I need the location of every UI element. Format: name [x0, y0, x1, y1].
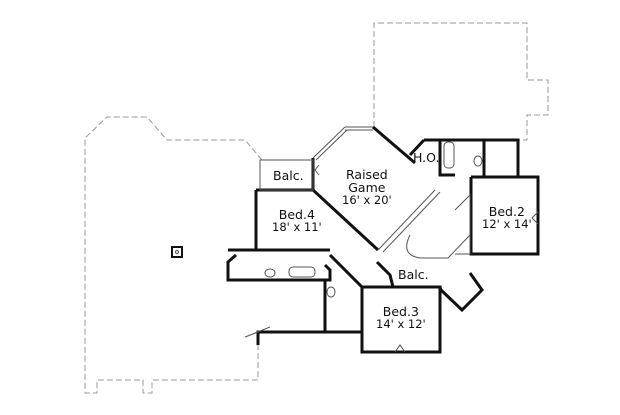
room-name-line2: Game: [348, 180, 386, 195]
room-balcony-center: Balc.: [398, 267, 429, 282]
walls: [226, 125, 540, 354]
room-ho: H.O.: [413, 150, 440, 165]
room-bed2: Bed.2 12' x 14': [482, 205, 532, 231]
room-name-line1: Raised: [346, 167, 388, 182]
room-raised-game: Raised Game 16' x 20': [342, 168, 392, 207]
room-name: Bed.3: [382, 304, 419, 319]
roof-outline: [84, 22, 549, 394]
room-name: Bed.2: [488, 204, 525, 219]
room-balcony-left: Balc.: [273, 168, 304, 183]
room-bed4: Bed.4 18' x 11': [272, 208, 322, 234]
interior-lines: [171, 126, 539, 353]
room-size: 12' x 14': [482, 217, 532, 231]
room-size: 16' x 20': [342, 193, 392, 207]
room-size: 14' x 12': [376, 317, 426, 331]
room-size: 18' x 11': [272, 220, 322, 234]
room-name: Bed.4: [278, 207, 315, 222]
room-bed3: Bed.3 14' x 12': [376, 305, 426, 331]
